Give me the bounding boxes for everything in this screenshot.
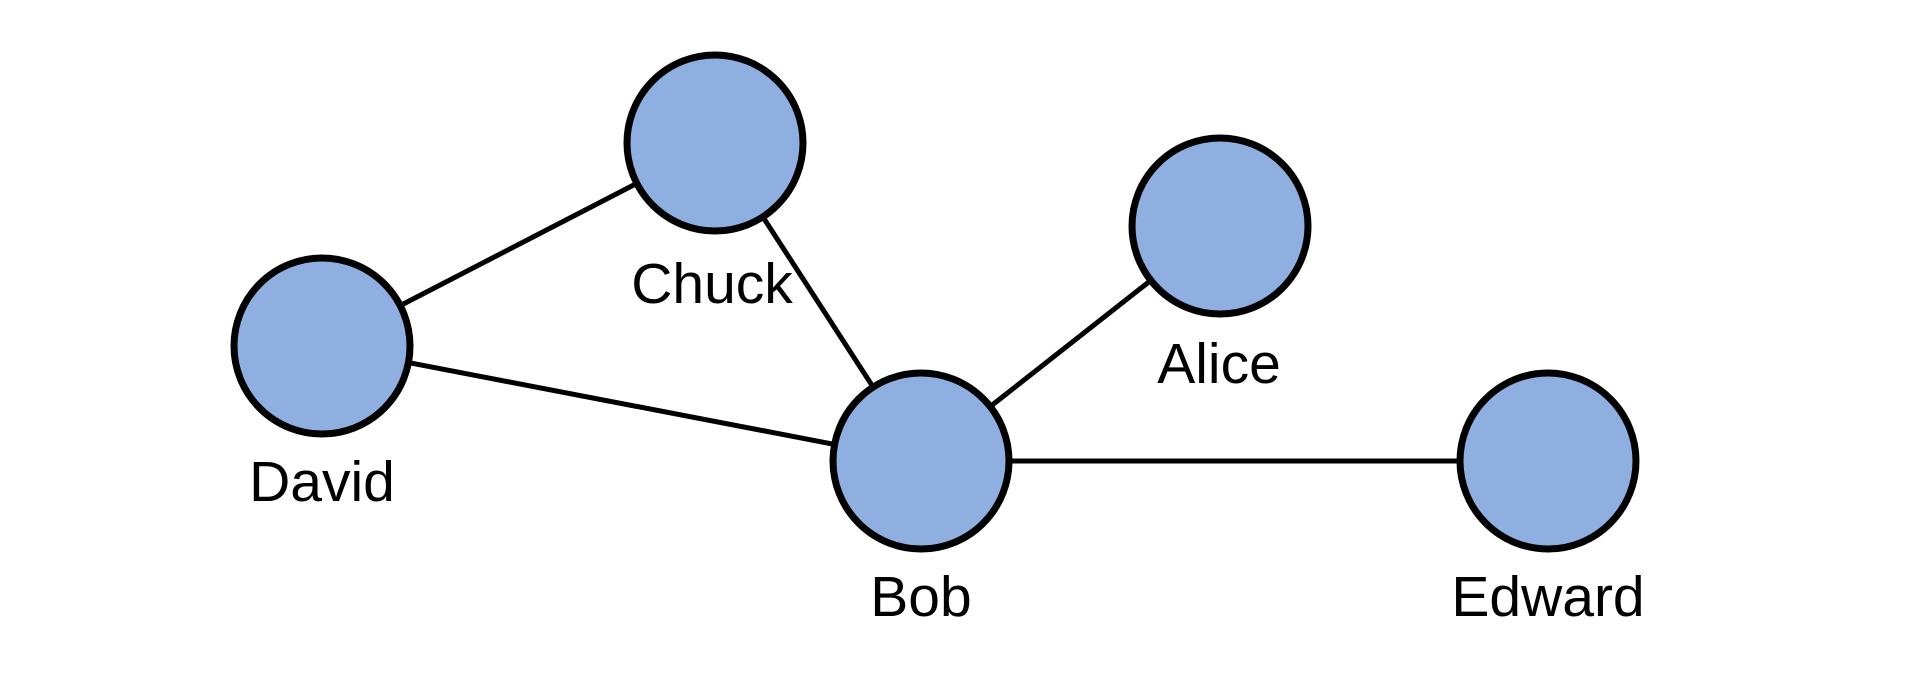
edges-layer xyxy=(399,181,1460,464)
node-chuck-circle xyxy=(623,51,807,235)
node-chuck-label: Chuck xyxy=(631,252,793,316)
node-chuck: Chuck xyxy=(623,51,807,316)
edge-david-bob xyxy=(407,360,836,447)
node-alice-circle xyxy=(1128,134,1312,318)
node-bob: Bob xyxy=(829,369,1013,629)
edge-chuck-bob xyxy=(760,215,876,389)
node-edward: Edward xyxy=(1451,369,1645,629)
edge-bob-alice xyxy=(988,278,1153,409)
nodes-layer: David Chuck Bob Alice Edward xyxy=(230,51,1645,629)
edge-david-chuck xyxy=(399,181,638,308)
node-edward-label: Edward xyxy=(1451,565,1644,629)
node-bob-label: Bob xyxy=(870,565,971,629)
node-david-circle xyxy=(230,254,414,438)
node-bob-circle xyxy=(829,369,1013,553)
node-david-label: David xyxy=(249,450,395,514)
node-david: David xyxy=(230,254,414,514)
node-alice-label: Alice xyxy=(1157,332,1281,396)
node-alice: Alice xyxy=(1128,134,1312,396)
node-edward-circle xyxy=(1456,369,1640,553)
